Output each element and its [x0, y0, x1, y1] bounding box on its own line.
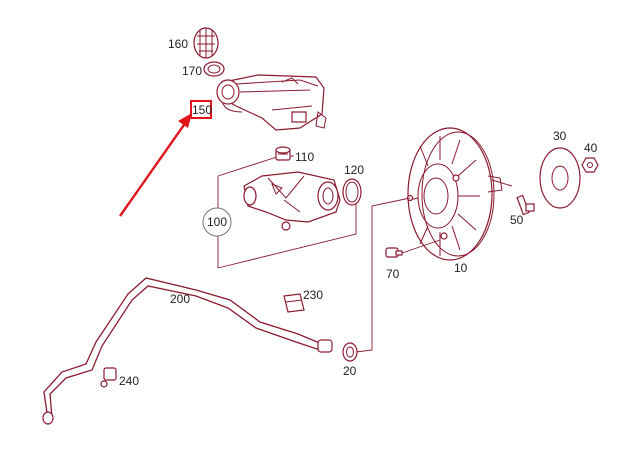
- callout-20: 20: [343, 364, 357, 378]
- callout-30: 30: [553, 129, 567, 143]
- part-150-brake-fluid-reservoir[interactable]: [216, 74, 327, 131]
- callout-100-circle: [202, 207, 232, 237]
- part-110-plug[interactable]: [275, 146, 294, 161]
- highlight-arrow: [119, 113, 192, 217]
- callout-70: 70: [386, 267, 400, 281]
- part-50-bolt[interactable]: [516, 194, 535, 216]
- callout-100: 100: [207, 215, 227, 229]
- callout-150[interactable]: 150: [192, 103, 212, 117]
- part-160-reservoir-cap[interactable]: [193, 27, 219, 59]
- callout-40: 40: [584, 141, 598, 155]
- part-40-nut[interactable]: [581, 157, 599, 173]
- callout-240: 240: [119, 374, 139, 388]
- highlight-box: [190, 100, 212, 119]
- callout-200: 200: [170, 292, 190, 306]
- part-240-check-valve[interactable]: [100, 367, 117, 388]
- part-120-o-ring[interactable]: [342, 178, 362, 206]
- callout-50: 50: [510, 213, 524, 227]
- part-170-seal-ring[interactable]: [203, 61, 225, 77]
- callout-170: 170: [182, 64, 202, 78]
- part-master-cylinder[interactable]: [243, 171, 341, 231]
- callout-160: 160: [168, 37, 188, 51]
- part-10-brake-booster[interactable]: [406, 127, 513, 261]
- callout-120: 120: [344, 163, 364, 177]
- part-70-sensor[interactable]: [385, 239, 441, 258]
- part-30-gasket[interactable]: [539, 147, 581, 209]
- part-200-vacuum-hose[interactable]: [42, 277, 333, 425]
- callout-230: 230: [303, 288, 323, 302]
- part-20-seal[interactable]: [342, 342, 358, 362]
- part-230-clip[interactable]: [283, 293, 305, 313]
- callout-110: 110: [295, 150, 314, 164]
- leader-booster-to-20: [355, 197, 411, 353]
- callout-10: 10: [454, 261, 468, 275]
